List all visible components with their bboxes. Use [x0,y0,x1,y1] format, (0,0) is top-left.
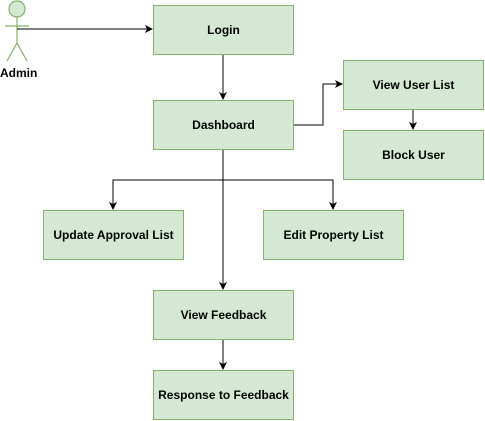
node-dashboard[interactable]: Dashboard [153,100,294,150]
node-response-to-feedback-label: Response to Feedback [158,388,289,402]
node-block-user-label: Block User [382,148,445,162]
node-view-feedback[interactable]: View Feedback [153,290,294,340]
node-dashboard-label: Dashboard [192,118,255,132]
node-edit-property-list-label: Edit Property List [283,228,384,242]
node-view-user-list[interactable]: View User List [343,60,484,110]
node-edit-property-list[interactable]: Edit Property List [263,210,404,260]
node-block-user[interactable]: Block User [343,130,484,180]
node-view-user-list-label: View User List [372,78,455,92]
edge-dashboard-editproperty [223,179,337,210]
actor-label: Admin [0,66,38,80]
node-view-feedback-label: View Feedback [180,308,267,322]
node-login[interactable]: Login [153,5,294,55]
node-login-label: Login [207,23,240,37]
actor-stick-figure-icon [5,0,29,62]
node-update-approval-list[interactable]: Update Approval List [43,210,184,260]
node-response-to-feedback[interactable]: Response to Feedback [153,370,294,420]
node-update-approval-list-label: Update Approval List [53,228,174,242]
edge-dashboard-branch [109,150,224,210]
edge-dashboard-viewuserlist [294,80,343,126]
